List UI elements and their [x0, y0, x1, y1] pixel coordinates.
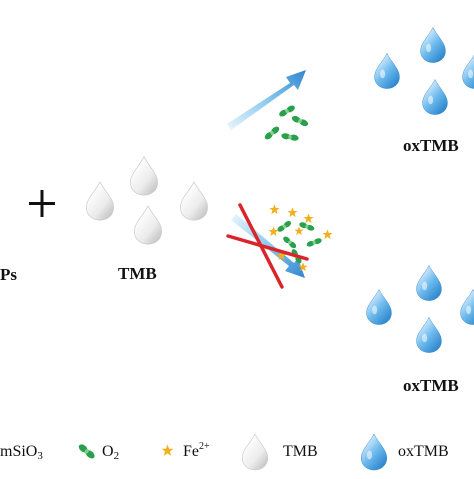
- nanoparticle-label-cut: Ps: [0, 265, 17, 284]
- blocked-cross-icon: [226, 203, 309, 289]
- o2-fe-cluster-lower: [268, 204, 333, 272]
- oxtmb-drop-icon: [460, 289, 474, 325]
- oxtmb-product-drops-bottom: [366, 265, 474, 353]
- oxtmb-drop-icon: [420, 27, 446, 63]
- tmb-drop-icon: [86, 181, 114, 221]
- legend-icons: [77, 433, 388, 471]
- oxtmb-drop-icon: [366, 289, 392, 325]
- o2-molecule-icon: [305, 237, 323, 248]
- oxtmb-product-label-bottom: oxTMB: [403, 376, 459, 395]
- fe-star-icon: [268, 226, 279, 237]
- tmb-drop-icon: [241, 433, 269, 471]
- legend-fe-label: Fe2+: [183, 441, 210, 460]
- o2-molecule-icon: [77, 442, 97, 461]
- o2-molecule-icon: [277, 104, 297, 118]
- o2-molecule-icon: [263, 125, 281, 141]
- o2-molecule-icon: [280, 132, 300, 142]
- fe-star-icon: [322, 229, 333, 240]
- legend-oxtmb-label: oxTMB: [398, 443, 449, 460]
- oxtmb-drop-icon: [462, 53, 474, 89]
- upper-reaction-arrow: [227, 70, 306, 130]
- o2-molecule-icon: [276, 219, 293, 234]
- oxtmb-product-label-top: oxTMB: [403, 136, 459, 155]
- oxtmb-drop-icon: [416, 265, 442, 301]
- tmb-reactant-drops: [86, 156, 208, 245]
- legend-msio3-label: mSiO3: [0, 443, 43, 462]
- fe-star-icon: [303, 213, 314, 224]
- tmb-drop-icon: [134, 205, 162, 245]
- oxtmb-drop-icon: [360, 433, 388, 471]
- o2-molecule-icon: [281, 235, 298, 250]
- tmb-drop-icon: [180, 181, 208, 221]
- oxtmb-drop-icon: [374, 53, 400, 89]
- oxtmb-drop-icon: [422, 79, 448, 115]
- oxtmb-product-drops-top: [374, 27, 474, 115]
- o2-molecule-icon: [290, 114, 310, 128]
- fe-star-icon: [269, 204, 280, 215]
- o2-cluster-upper: [263, 104, 310, 142]
- fe-star-icon: [161, 444, 174, 456]
- fe-star-icon: [287, 207, 298, 218]
- plus-sign: [29, 190, 55, 217]
- legend-o2-label: O2: [102, 443, 120, 462]
- fe-star-icon: [294, 226, 304, 236]
- legend-tmb-label: TMB: [283, 443, 318, 460]
- tmb-reactant-label: TMB: [118, 264, 157, 283]
- oxtmb-drop-icon: [416, 317, 442, 353]
- tmb-drop-icon: [130, 156, 158, 196]
